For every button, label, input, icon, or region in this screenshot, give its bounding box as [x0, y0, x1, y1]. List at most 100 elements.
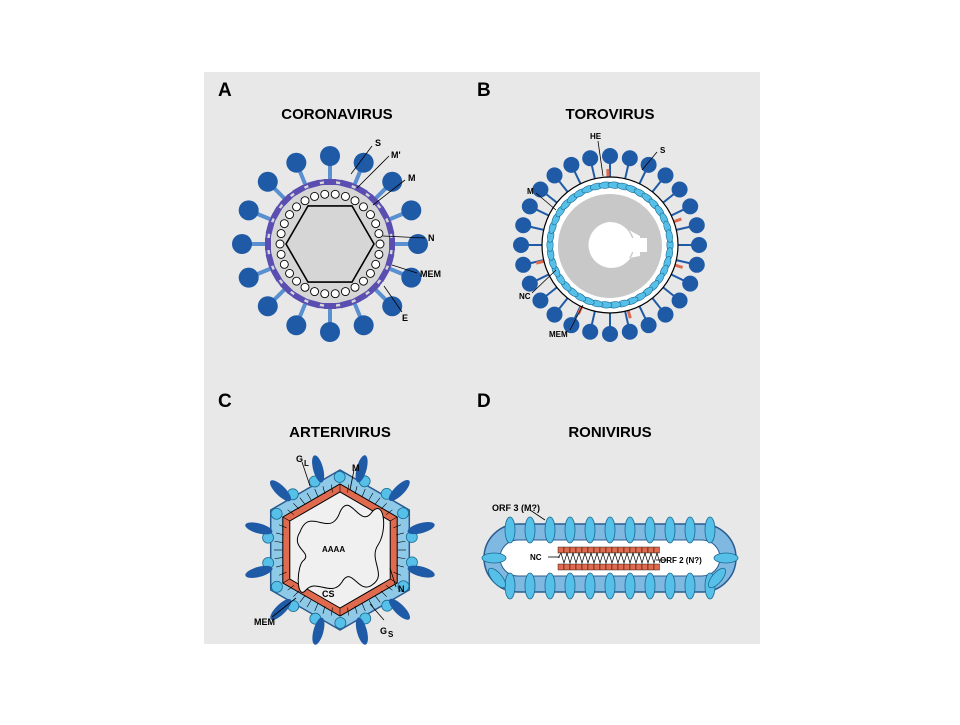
corona-nucleocapsid-loop — [280, 260, 288, 268]
corona-nucleocapsid-loop — [286, 269, 294, 277]
toro-spike-head — [622, 324, 638, 340]
roni-spike-bottom — [585, 573, 595, 599]
toro-spike-head — [522, 198, 538, 214]
roni-nc-brick — [576, 564, 582, 570]
corona-m-protein — [324, 303, 336, 309]
arteri-m-protein — [398, 508, 409, 519]
roni-nc-brick — [606, 547, 612, 553]
corona-nucleocapsid-loop — [341, 288, 349, 296]
roni-nc-brick — [564, 547, 570, 553]
arteri-m-protein — [271, 581, 282, 592]
corona-nucleocapsid-loop — [286, 211, 294, 219]
roni-nc-brick — [588, 547, 594, 553]
corona-nucleocapsid-loop — [277, 230, 285, 238]
toro-spike-head — [532, 182, 548, 198]
roni-nc-brick — [648, 547, 654, 553]
label-a-mprime: M' — [391, 150, 401, 160]
label-c-cs: CS — [322, 589, 335, 599]
roni-spike-bottom — [505, 573, 515, 599]
roni-nc-brick — [654, 564, 660, 570]
corona-nucleocapsid-loop — [277, 250, 285, 258]
corona-nucleocapsid-loop — [301, 197, 309, 205]
roni-nc-brick — [600, 564, 606, 570]
toro-spike-head — [689, 257, 705, 273]
roni-nc-brick — [576, 547, 582, 553]
corona-spike-head — [382, 296, 402, 316]
roni-nc-brick — [648, 564, 654, 570]
corona-nucleocapsid-loop — [359, 203, 367, 211]
corona-spike-head — [320, 322, 340, 342]
panel-c-title: ARTERIVIRUS — [289, 424, 391, 441]
label-c-n: N — [398, 584, 405, 594]
toro-spike-head — [602, 326, 618, 342]
roni-nc-brick — [570, 547, 576, 553]
roni-nc-brick — [582, 547, 588, 553]
roni-spike-top — [665, 517, 675, 543]
roni-spike-top — [705, 517, 715, 543]
panel-b-letter: B — [477, 80, 491, 101]
toro-spike-head — [682, 276, 698, 292]
roni-nc-brick — [612, 547, 618, 553]
roni-spike-top — [545, 517, 555, 543]
corona-spike-head — [401, 200, 421, 220]
roni-spike-bottom — [625, 573, 635, 599]
corona-nucleocapsid-loop — [293, 277, 301, 285]
label-c-aaaa: AAAA — [322, 545, 345, 554]
roni-nc-brick — [588, 564, 594, 570]
arteri-m-protein — [335, 617, 346, 628]
corona-nucleocapsid-loop — [321, 190, 329, 198]
roni-nc-brick — [642, 564, 648, 570]
roni-spike-bottom — [665, 573, 675, 599]
toro-spike-head — [515, 257, 531, 273]
roni-spike-top — [505, 517, 515, 543]
corona-nucleocapsid-loop — [351, 197, 359, 205]
corona-nucleocapsid-loop — [321, 290, 329, 298]
corona-spike-head — [239, 268, 259, 288]
roni-spike-right — [714, 553, 738, 563]
label-d-nc: NC — [530, 553, 542, 562]
toro-spike-head — [657, 307, 673, 323]
corona-m-protein — [324, 179, 336, 185]
roni-nc-brick — [600, 547, 606, 553]
toro-spike-head — [602, 148, 618, 164]
toro-spike-head — [689, 217, 705, 233]
roni-nc-brick — [564, 564, 570, 570]
label-a-m: M — [408, 173, 416, 183]
corona-nucleocapsid-loop — [366, 269, 374, 277]
roni-nc-brick — [618, 564, 624, 570]
corona-nucleocapsid-loop — [331, 190, 339, 198]
roni-spike-bottom — [645, 573, 655, 599]
label-c-gs: G — [380, 626, 387, 636]
label-d-orf3: ORF 3 (M?) — [492, 503, 540, 513]
label-a-s: S — [375, 138, 381, 148]
corona-nucleocapsid-loop — [375, 230, 383, 238]
roni-spike-top — [525, 517, 535, 543]
corona-spike-head — [286, 153, 306, 173]
roni-spike-top — [605, 517, 615, 543]
roni-nc-brick — [618, 547, 624, 553]
corona-nucleocapsid-loop — [331, 290, 339, 298]
panel-a-letter: A — [218, 80, 232, 101]
corona-m-protein — [389, 238, 395, 250]
roni-nc-brick — [558, 547, 564, 553]
toro-spike-head — [657, 167, 673, 183]
corona-spike-head — [232, 234, 252, 254]
toro-spike-head — [563, 157, 579, 173]
panel-c-letter: C — [218, 391, 232, 412]
corona-nucleocapsid-loop — [293, 203, 301, 211]
toro-spike-head — [547, 167, 563, 183]
label-b-mem: MEM — [549, 330, 568, 339]
corona-nucleocapsid-loop — [376, 240, 384, 248]
arteri-m-protein — [271, 508, 282, 519]
label-a-e: E — [402, 313, 408, 323]
label-b-s: S — [660, 146, 666, 155]
roni-nc-brick — [612, 564, 618, 570]
toro-spike-head — [582, 324, 598, 340]
arteri-m-protein — [334, 472, 345, 483]
roni-nc-brick — [630, 564, 636, 570]
toro-spike-head — [672, 182, 688, 198]
toro-spike-head — [682, 198, 698, 214]
corona-nucleocapsid-loop — [311, 288, 319, 296]
corona-nucleocapsid-loop — [311, 192, 319, 200]
toro-spike-head — [672, 292, 688, 308]
